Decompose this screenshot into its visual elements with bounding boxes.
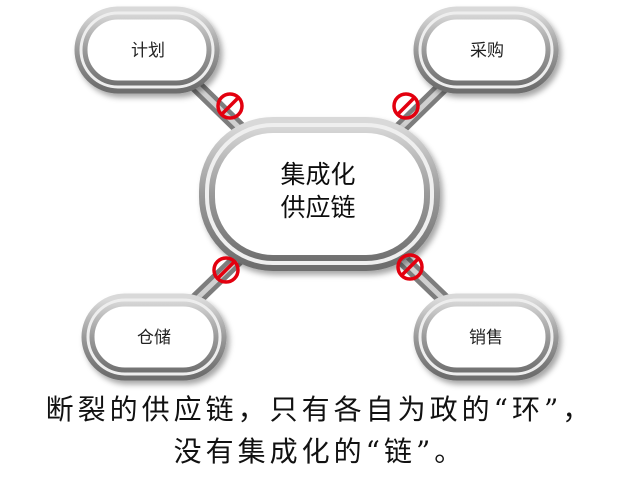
break-markers	[212, 92, 424, 284]
break-marker-planning	[216, 92, 244, 120]
center-label-line2: 供应链	[280, 193, 355, 222]
link-warehousing: 仓储	[81, 293, 227, 381]
link-purchasing: 采购	[413, 6, 559, 94]
center-label-line1: 集成化	[280, 160, 355, 189]
center-link: 集成化 供应链	[199, 117, 440, 271]
break-marker-warehousing	[212, 256, 240, 284]
link-label-sales: 销售	[469, 328, 503, 348]
break-marker-purchasing	[392, 92, 420, 120]
link-planning: 计划	[74, 6, 220, 94]
link-sales: 销售	[413, 293, 559, 381]
link-label-planning: 计划	[131, 41, 165, 61]
outer-links: 计划 采购 仓储 销售	[74, 6, 559, 381]
break-marker-sales	[396, 253, 424, 281]
caption-line-1: 断裂的供应链，只有各自为政的“环”，	[45, 393, 595, 426]
link-label-warehousing: 仓储	[137, 328, 171, 348]
caption-line-2: 没有集成化的“链”。	[173, 435, 467, 468]
link-label-purchasing: 采购	[470, 41, 504, 61]
